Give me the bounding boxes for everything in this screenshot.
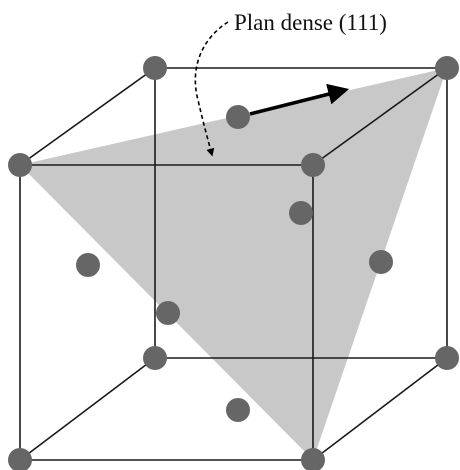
corner-atom — [143, 56, 167, 80]
corner-atom — [301, 448, 325, 470]
face-center-atom-right — [369, 250, 393, 274]
face-center-atom-back — [289, 201, 313, 225]
corner-atom — [435, 56, 459, 80]
back-face-edges — [154, 67, 448, 359]
direction-arrow — [249, 83, 350, 116]
face-center-atom-front — [156, 301, 180, 325]
corner-atom — [301, 153, 325, 177]
face-center-atoms — [76, 105, 393, 422]
corner-atom — [143, 346, 167, 370]
face-center-atom-top — [226, 105, 250, 129]
callout-dashed-arrow — [194, 21, 229, 157]
corner-atom — [8, 153, 32, 177]
face-center-atom-left — [76, 253, 100, 277]
plane-label: Plan dense (111) — [234, 10, 387, 35]
corner-atom — [435, 346, 459, 370]
front-face-edges — [19, 164, 314, 461]
corner-atom — [8, 448, 32, 470]
depth-edges — [19, 67, 448, 461]
corner-atoms — [8, 56, 459, 470]
face-center-atom-bottom — [226, 398, 250, 422]
plane-111-triangle — [20, 68, 447, 460]
